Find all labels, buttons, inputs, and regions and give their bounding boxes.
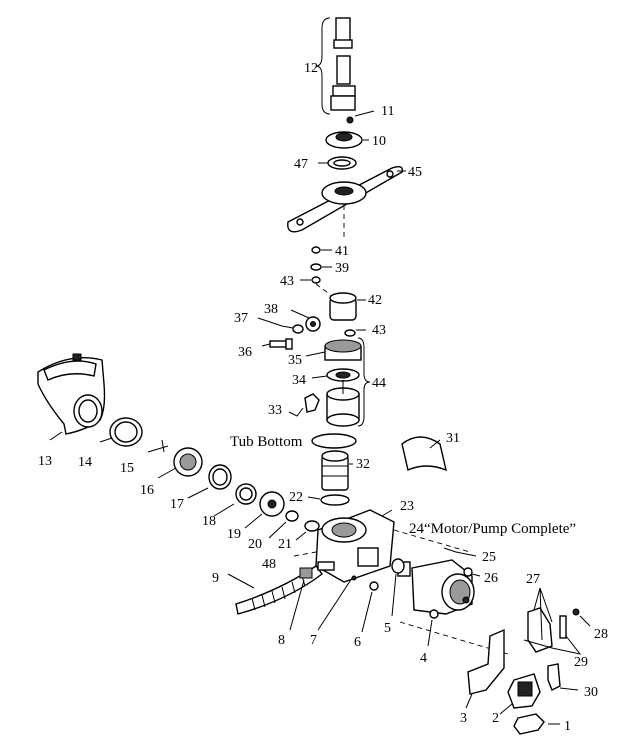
- callout-labels: 12 11 10 47 45 41 39 43 42 38 37 43 36 3…: [38, 61, 608, 734]
- label-34: 34: [292, 373, 306, 388]
- part-14-clamp: [99, 417, 143, 447]
- part-43-oring: [344, 329, 366, 337]
- label-42: 42: [368, 293, 382, 308]
- label-8: 8: [278, 633, 285, 648]
- label-7: 7: [310, 633, 317, 648]
- part-37-washer: [257, 317, 304, 334]
- label-44: 44: [372, 376, 386, 391]
- part-1-block: [513, 713, 560, 735]
- label-38: 38: [264, 302, 278, 317]
- label-22: 22: [289, 490, 303, 505]
- label-10: 10: [372, 134, 386, 149]
- label-4: 4: [420, 651, 427, 666]
- part-47-washer: [318, 156, 357, 170]
- part-2-relay: [499, 673, 541, 715]
- part-45-spray-arm: [287, 165, 406, 240]
- part-33-clip: [288, 393, 320, 417]
- part-12-spray-tube: [315, 17, 356, 115]
- label-47: 47: [294, 157, 308, 172]
- label-32: 32: [356, 457, 370, 472]
- label-26: 26: [484, 571, 498, 586]
- label-45: 45: [408, 165, 422, 180]
- part-28-screw: [572, 608, 591, 627]
- part-42-hub: [329, 292, 366, 321]
- part-8-spring: [289, 567, 313, 631]
- label-21: 21: [278, 537, 292, 552]
- label-33: 33: [268, 403, 282, 418]
- part-5-seal: [391, 558, 405, 617]
- label-30: 30: [584, 685, 598, 700]
- part-7-fitting: [317, 561, 357, 631]
- label-2: 2: [492, 711, 499, 726]
- part-13-sump-housing: [37, 353, 106, 441]
- label-43-top: 43: [280, 274, 294, 289]
- label-23: 23: [400, 499, 414, 514]
- part-18-seal: [213, 483, 257, 517]
- label-29: 29: [574, 655, 588, 670]
- part-26-screw: [463, 567, 481, 577]
- label-37: 37: [234, 311, 248, 326]
- label-9: 9: [212, 571, 219, 586]
- part-22-clamp: [307, 494, 350, 506]
- label-15: 15: [120, 461, 134, 476]
- part-20-nut: [268, 510, 299, 539]
- part-4-nut: [427, 609, 439, 647]
- part-32-bellows: [321, 450, 353, 491]
- label-1: 1: [564, 719, 571, 734]
- part-44-pump-stack: [305, 337, 371, 427]
- label-6: 6: [354, 635, 361, 650]
- label-43-mid: 43: [372, 323, 386, 338]
- label-20: 20: [248, 537, 262, 552]
- label-19: 19: [227, 527, 241, 542]
- label-11: 11: [381, 104, 394, 119]
- part-3-bracket: [465, 628, 505, 709]
- part-6-washer: [361, 581, 379, 633]
- label-48: 48: [262, 557, 276, 572]
- part-17-ring: [187, 464, 232, 499]
- part-16-impeller: [157, 447, 203, 479]
- label-16: 16: [140, 483, 154, 498]
- part-41-39-43-fasteners: [300, 246, 333, 297]
- part-27-switch-bracket: [527, 587, 553, 653]
- label-25: 25: [482, 550, 496, 565]
- part-24-motor: [393, 529, 475, 615]
- label-31: 31: [446, 431, 460, 446]
- label-14: 14: [78, 455, 92, 470]
- part-38-gear: [290, 309, 321, 332]
- part-11-screw: [346, 110, 375, 124]
- label-13: 13: [38, 454, 52, 469]
- label-41: 41: [335, 244, 349, 259]
- part-31-shield: [401, 436, 447, 472]
- tub-bottom-ring: [311, 433, 357, 449]
- part-19-impeller-hub: [244, 491, 285, 529]
- label-3: 3: [460, 711, 467, 726]
- part-30-clip: [547, 663, 579, 691]
- label-24-motor-pump: 24“Motor/Pump Complete”: [409, 521, 576, 537]
- part-29-spring: [523, 615, 582, 655]
- part-10-nut: [325, 131, 369, 149]
- part-15-spring: [147, 439, 169, 453]
- label-17: 17: [170, 497, 184, 512]
- label-36: 36: [238, 345, 252, 360]
- label-28: 28: [594, 627, 608, 642]
- label-18: 18: [202, 514, 216, 529]
- part-23-pump-body: [293, 509, 395, 583]
- label-39: 39: [335, 261, 349, 276]
- label-35: 35: [288, 353, 302, 368]
- label-5: 5: [384, 621, 391, 636]
- tub-bottom-label: Tub Bottom: [230, 434, 303, 450]
- part-36-screw: [261, 338, 293, 350]
- part-25-wire: [443, 547, 477, 557]
- label-12: 12: [304, 61, 318, 76]
- label-27: 27: [526, 572, 540, 587]
- part-21-cap: [295, 520, 320, 541]
